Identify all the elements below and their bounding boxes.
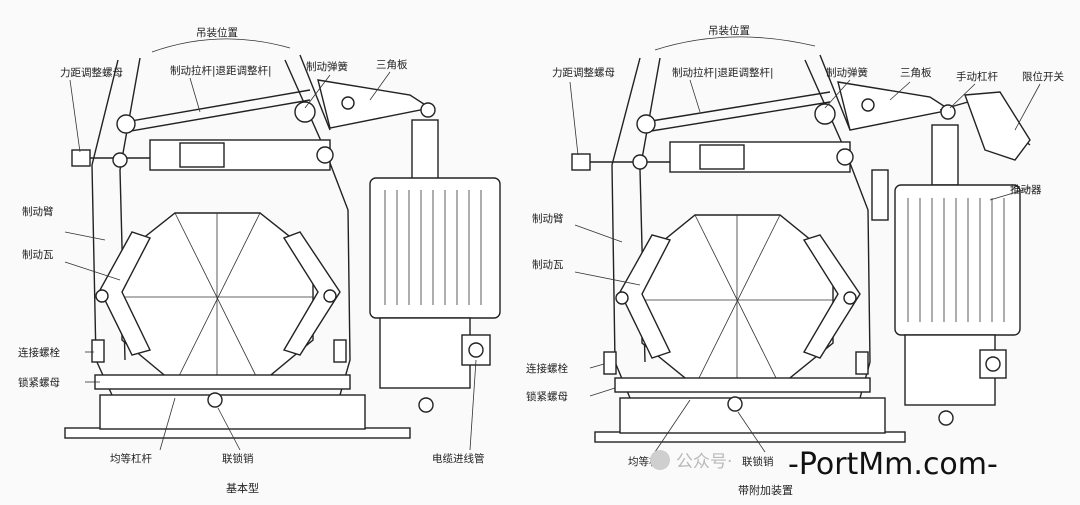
right-pusher-lower xyxy=(904,334,996,406)
right-label-torque-nut: 力距调整螺母 xyxy=(552,66,615,79)
right-caption: 带附加装置 xyxy=(738,483,793,497)
right-label-arm: 制动臂 xyxy=(532,212,564,225)
right-cable-nut xyxy=(985,356,1001,372)
right-label-hand: 手动杠杆 xyxy=(956,70,998,83)
right-interlock-pin xyxy=(727,396,743,412)
left-caption: 基本型 xyxy=(226,481,259,495)
left-label-lock-nut: 锁紧螺母 xyxy=(18,376,60,389)
right-hand-pivot xyxy=(940,104,956,120)
right-pusher-fins xyxy=(907,198,1005,322)
right-label-hoist: 吊装位置 xyxy=(708,24,750,37)
left-cable-nut xyxy=(468,342,484,358)
right-label-triangle: 三角板 xyxy=(900,66,932,79)
left-label-rod: 制动拉杆|退距调整杆| xyxy=(170,64,272,77)
right-pusher-foot xyxy=(938,410,954,426)
left-label-shoe: 制动瓦 xyxy=(22,248,54,261)
right-torque-nut-shape xyxy=(571,153,591,171)
right-arm-top-right xyxy=(819,54,851,131)
left-base-block xyxy=(99,394,366,430)
right-spring-cylinder xyxy=(669,141,851,173)
right-triangle-plate xyxy=(837,81,952,131)
left-spring-cylinder xyxy=(149,139,331,171)
watermark-site: -PortMm.com- xyxy=(788,447,998,482)
left-torque-nut-shape xyxy=(71,149,91,167)
right-shoe-pin-r xyxy=(843,291,857,305)
right-hoist-arc xyxy=(654,36,816,51)
left-triangle-pivot xyxy=(420,102,436,118)
left-thruster-rod xyxy=(411,119,439,181)
left-shoe-pin-l xyxy=(95,289,109,303)
left-label-cable: 电缆进线管 xyxy=(432,452,485,465)
left-label-lever: 均等杠杆 xyxy=(110,452,152,465)
left-equal-lever xyxy=(94,374,351,390)
left-label-bolt: 连接螺栓 xyxy=(18,346,60,359)
left-triangle-nut xyxy=(341,96,355,110)
left-label-torque-nut: 力距调整螺母 xyxy=(60,66,123,79)
right-label-bolt: 连接螺栓 xyxy=(526,362,568,375)
left-spring-window xyxy=(179,142,225,168)
watermark: 公众号· -PortMm.com- xyxy=(650,447,998,482)
left-label-triangle: 三角板 xyxy=(376,58,408,71)
right-label-pin: 联锁销 xyxy=(742,455,774,468)
left-pivot-3 xyxy=(294,101,316,123)
right-label-limit: 限位开关 xyxy=(1022,70,1064,83)
left-shoe-pin-r xyxy=(323,289,337,303)
right-pull-rod-bottom xyxy=(644,101,831,133)
left-thruster-fins xyxy=(384,190,482,305)
left-label-pin: 联锁销 xyxy=(222,452,254,465)
right-label-pusher: 推动器 xyxy=(1010,183,1042,196)
left-bolt-r xyxy=(333,339,347,363)
right-leaders xyxy=(569,79,1041,453)
left-leaders xyxy=(64,71,477,451)
left-thruster-body xyxy=(369,177,501,319)
left-pivot-2 xyxy=(112,152,128,168)
right-pivot-2 xyxy=(632,154,648,170)
left-thruster-lower xyxy=(379,317,471,389)
right-brake-drawing xyxy=(571,36,1031,443)
right-equal-lever xyxy=(614,377,871,393)
wechat-icon xyxy=(650,450,670,470)
left-pull-rod-top xyxy=(124,89,311,123)
right-base-block xyxy=(619,397,886,434)
right-shoe-pin-l xyxy=(615,291,629,305)
left-bolt-l xyxy=(91,339,105,363)
right-bolt-r xyxy=(855,351,869,375)
watermark-wechat: 公众号· xyxy=(676,452,732,472)
right-pivot-3 xyxy=(814,103,836,125)
left-pivot-4 xyxy=(316,146,334,164)
left-arm-top-right xyxy=(299,54,331,131)
left-hoist-arc xyxy=(151,38,291,53)
left-label-hoist: 吊装位置 xyxy=(196,26,238,39)
right-spring-window xyxy=(699,144,745,170)
left-thruster-foot xyxy=(418,397,434,413)
right-label-spring: 制动弹簧 xyxy=(826,66,868,79)
left-interlock-pin xyxy=(207,392,223,408)
left-label-arm: 制动臂 xyxy=(22,205,54,218)
right-bolt-l xyxy=(603,351,617,375)
right-limit-switch xyxy=(964,91,1031,161)
right-side-bracket xyxy=(871,169,889,221)
left-labels: 吊装位置 力距调整螺母 制动拉杆|退距调整杆| 制动弹簧 三角板 制动臂 制动瓦… xyxy=(18,26,485,495)
right-label-shoe: 制动瓦 xyxy=(532,258,564,271)
right-label-lock-nut: 锁紧螺母 xyxy=(526,390,568,403)
right-pivot-4 xyxy=(836,148,854,166)
left-drum-spokes xyxy=(122,212,313,385)
right-label-rod: 制动拉杆|退距调整杆| xyxy=(672,66,774,79)
right-labels: 吊装位置 力距调整螺母 制动拉杆|退距调整杆| 制动弹簧 三角板 手动杠杆 限位… xyxy=(526,24,1064,497)
left-brake-drawing xyxy=(64,38,501,439)
right-pull-rod-top xyxy=(644,91,831,123)
right-pusher-rod xyxy=(931,124,959,186)
left-label-spring: 制动弹簧 xyxy=(306,60,348,73)
right-pivot-1 xyxy=(636,114,656,134)
right-drum-spokes xyxy=(642,214,833,387)
right-triangle-nut xyxy=(861,98,875,112)
left-pivot-1 xyxy=(116,114,136,134)
right-arm-outer-left xyxy=(611,57,641,399)
left-pull-rod-bottom xyxy=(124,99,311,133)
right-pusher-body xyxy=(894,184,1021,336)
